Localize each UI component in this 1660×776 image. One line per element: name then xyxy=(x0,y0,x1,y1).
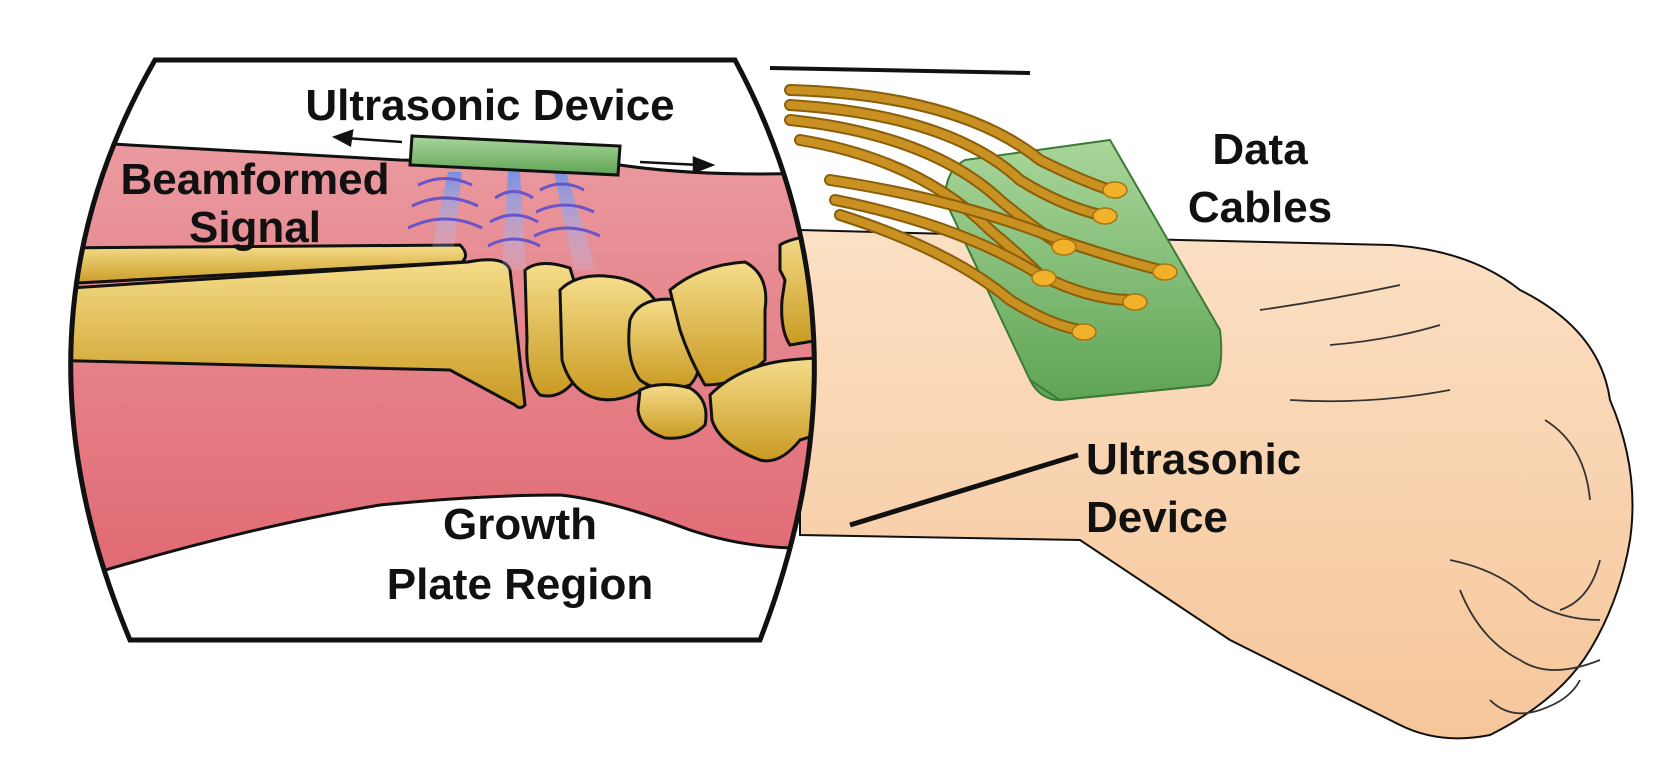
growth-plate-label: Growth Plate Region xyxy=(360,497,680,613)
cable-tip xyxy=(1071,323,1097,341)
knuckle-line-4 xyxy=(1489,679,1581,715)
ultrasonic-device-right-line1: Ultrasonic xyxy=(1086,435,1302,484)
data-cable xyxy=(836,211,1084,334)
beamformed-signal-line1: Beamformed xyxy=(120,155,390,204)
cable-top-line xyxy=(769,66,1031,75)
wrist-device-edge xyxy=(1029,379,1211,402)
hand-crease-3 xyxy=(1289,389,1451,403)
arrow-right-icon xyxy=(692,156,716,174)
data-cable xyxy=(786,86,1114,194)
beamformed-signal-label: Beamformed Signal xyxy=(100,152,410,256)
arrow-left-icon xyxy=(331,129,354,147)
data-cable xyxy=(826,176,1164,274)
growth-plate-boundary xyxy=(70,493,815,592)
ultrasound-beam xyxy=(432,172,462,248)
data-cables xyxy=(784,84,1166,336)
hand-crease-2 xyxy=(1329,324,1441,346)
growth-plate-line1: Growth xyxy=(443,500,597,549)
knuckle-line-2 xyxy=(1449,559,1601,621)
cross-section-view xyxy=(70,60,815,640)
carpal-bone-4 xyxy=(636,383,708,440)
cable-tip xyxy=(1031,269,1057,287)
cross-section-frame xyxy=(68,57,817,643)
carpal-bone-6 xyxy=(708,356,815,463)
hand-skin xyxy=(799,228,1634,740)
cable-tip xyxy=(1092,207,1118,225)
data-cable xyxy=(786,101,1104,219)
ultrasonic-device-top-label: Ultrasonic Device xyxy=(305,81,675,130)
beamformed-signal-line2: Signal xyxy=(188,203,322,252)
cable-tip xyxy=(1102,181,1128,199)
ultrasound-beam xyxy=(554,172,596,270)
ultrasonic-device-right-label: Ultrasonic Device xyxy=(1086,432,1301,546)
beamformed-wave-arcs xyxy=(407,177,601,248)
cable-tip xyxy=(1122,293,1148,311)
device-leader-line xyxy=(849,452,1079,528)
growth-plate-line2: Plate Region xyxy=(386,560,654,609)
carpal-bone-5 xyxy=(668,260,768,387)
radius-bone xyxy=(70,258,527,409)
hand-crease-1 xyxy=(1259,284,1401,311)
ultrasonic-device-probe xyxy=(408,134,622,177)
cable-tip xyxy=(1152,263,1178,281)
cable-connector-tips xyxy=(1031,181,1178,341)
ultrasound-beam xyxy=(502,172,526,270)
ultrasonic-device-right-line2: Device xyxy=(1086,493,1228,542)
data-cable xyxy=(831,196,1134,304)
thumb-line xyxy=(1559,559,1601,611)
skin-surface-line xyxy=(70,138,815,176)
data-cables-line1: Data xyxy=(1212,125,1308,174)
knuckle-line-3 xyxy=(1459,589,1601,671)
data-cables-line2: Cables xyxy=(1187,183,1333,232)
movement-arrows xyxy=(331,129,716,174)
cable-tip xyxy=(1051,238,1077,256)
knuckle-line-1 xyxy=(1544,419,1591,501)
data-cables-label: Data Cables xyxy=(1170,122,1350,236)
